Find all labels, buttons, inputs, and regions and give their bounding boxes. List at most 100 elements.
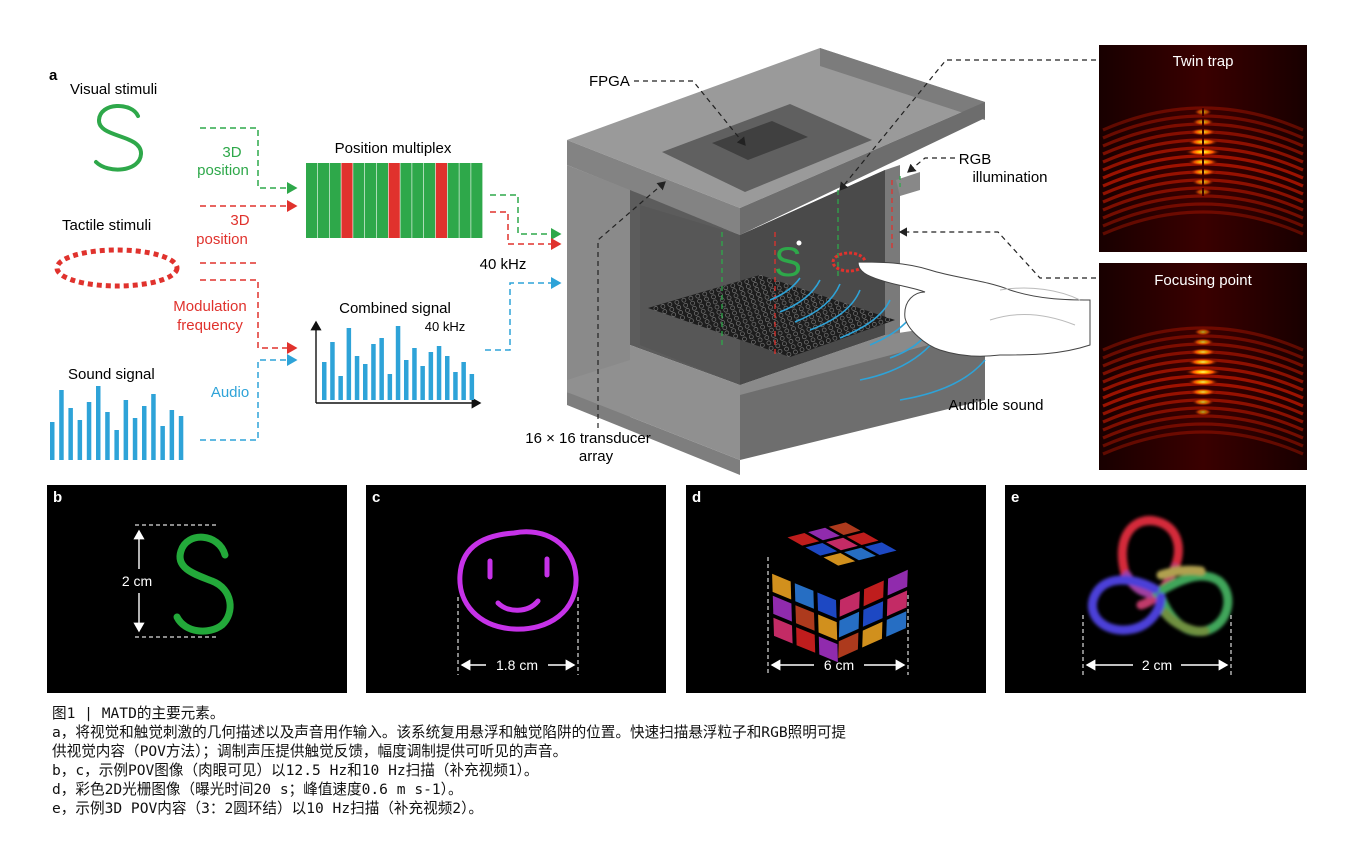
combined-bar (363, 364, 368, 400)
audible-sound-label: Audible sound (948, 397, 1043, 414)
combined-bar (346, 328, 352, 400)
sound-signal-bars (50, 386, 184, 460)
combined-bar (338, 376, 343, 400)
combined-bar (453, 372, 458, 400)
red-dashed-arrow-bottom (200, 279, 298, 354)
combined-bar (469, 374, 475, 400)
panel-c-letter: c (372, 489, 381, 506)
combined-bar (387, 374, 393, 400)
caption-line-2: a，将视觉和触觉刺激的几何描述以及声音用作输入。该系统复用悬浮和触觉陷阱的位置。… (52, 724, 847, 741)
position-multiplex-label: Position multiplex (335, 140, 452, 157)
audio-label: Audio (211, 384, 249, 401)
sound-bar (178, 416, 184, 460)
device-base-front (567, 345, 740, 460)
green-3d-label-1: 3D (222, 144, 241, 161)
device-top-front (567, 140, 740, 235)
matd-device: S (567, 48, 1091, 475)
rgb-label-1: RGB (959, 151, 992, 168)
panel-d: d 6 cm (686, 485, 986, 693)
combined-bar (322, 362, 327, 400)
panel-b-scale: 2 cm (122, 573, 152, 589)
transducer-array (648, 275, 895, 357)
multiplex-bar (424, 163, 436, 238)
green-output-arrow (490, 194, 562, 240)
sound-bar (50, 422, 55, 460)
multiplex-bar (317, 163, 329, 238)
sound-bar (142, 406, 147, 460)
multiplex-bar (388, 163, 400, 238)
combined-bar (436, 346, 442, 400)
frequency-label: frequency (177, 317, 243, 334)
rgb-label-2: illumination (972, 169, 1047, 186)
panel-d-letter: d (692, 489, 702, 506)
transducer-label-1: 16 × 16 transducer (525, 430, 651, 447)
multiplex-bar (471, 163, 483, 238)
combined-bar (428, 352, 434, 400)
focusing-point-leader (898, 227, 1096, 279)
panel-d-image: 6 cm (767, 522, 909, 675)
green-dashed-arrow (200, 127, 298, 194)
combined-signal-label: Combined signal (339, 300, 451, 317)
device-base-right (740, 320, 985, 460)
trefoil-knot (1088, 515, 1233, 636)
multiplex-bar (376, 163, 388, 238)
panel-b: b 2 cm (47, 485, 347, 693)
combined-bar (461, 362, 466, 400)
focusing-point-label: Focusing point (1154, 272, 1252, 289)
multiplex-bar (435, 163, 447, 238)
caption-line-4: b，c，示例POV图像（肉眼可见）以12.5 Hz和10 Hz扫描（补充视频1）… (52, 762, 539, 779)
sound-bar (151, 394, 156, 460)
twin-trap-image: Twin trap (1099, 45, 1307, 252)
red-position-label: position (196, 231, 248, 248)
sound-bar (59, 390, 64, 460)
transducer-grid (653, 275, 890, 357)
multiplex-bar (459, 163, 471, 238)
panel-b-s-shape (173, 533, 234, 635)
fpga-leader (634, 80, 746, 146)
panel-c: c 1.8 cm (366, 485, 666, 693)
panel-e-letter: e (1011, 489, 1020, 506)
multiplex-bar (447, 163, 459, 238)
modulation-label: Modulation (173, 298, 246, 315)
sound-bar (105, 412, 110, 460)
visual-stimuli-label: Visual stimuli (70, 81, 157, 98)
panel-e-scale: 2 cm (1142, 657, 1172, 673)
twin-trap-leader (839, 59, 1096, 191)
caption-line-3: 供视觉内容（POV方法）；调制声压提供触觉反馈，幅度调制提供可听见的声音。 (52, 743, 568, 760)
green-s-shape (94, 103, 144, 172)
combined-bar (379, 338, 384, 400)
multiplex-bar (412, 163, 424, 238)
combined-bar (404, 360, 409, 400)
sound-bar (132, 418, 138, 460)
panel-b-letter: b (53, 489, 63, 506)
transducer-label-2: array (579, 448, 614, 465)
caption-line-6: e，示例3D POV内容（3：2圆环结）以10 Hz扫描（补充视频2）。 (52, 800, 483, 817)
multiplex-bar (400, 163, 412, 238)
combined-bar (395, 326, 401, 400)
rgb-leader (907, 157, 955, 173)
sound-bar (68, 408, 73, 460)
combined-bar (445, 356, 450, 400)
sound-bar (96, 386, 101, 460)
caption-line-5: d，彩色2D光栅图像（曝光时间20 s；峰值速度0.6 m s-1）。 (52, 781, 463, 798)
sound-bar (77, 420, 83, 460)
panel-c-image: 1.8 cm (457, 529, 579, 675)
red-output-arrow (490, 211, 562, 250)
sound-bar (86, 402, 92, 460)
multiplex-bar (353, 163, 365, 238)
levitated-particle (796, 240, 802, 246)
focusing-point-image: Focusing point (1099, 263, 1307, 470)
combined-signal-bars (322, 326, 475, 400)
multiplex-bar (329, 163, 341, 238)
hand-illustration (857, 261, 1091, 357)
caption-line-1: 图1 | MATD的主要元素。 (52, 705, 225, 722)
sound-bar (160, 426, 165, 460)
figure-caption: 图1 | MATD的主要元素。 a，将视觉和触觉刺激的几何描述以及声音用作输入。… (52, 704, 1322, 818)
transducer-leader (597, 181, 666, 428)
rubiks-cube-image (772, 522, 908, 663)
sound-bar (169, 410, 175, 460)
combined-freq-label: 40 kHz (425, 319, 465, 334)
panel-e: e 2 cm (1005, 485, 1306, 693)
floating-s: S (774, 238, 802, 285)
sound-bar (114, 430, 119, 460)
